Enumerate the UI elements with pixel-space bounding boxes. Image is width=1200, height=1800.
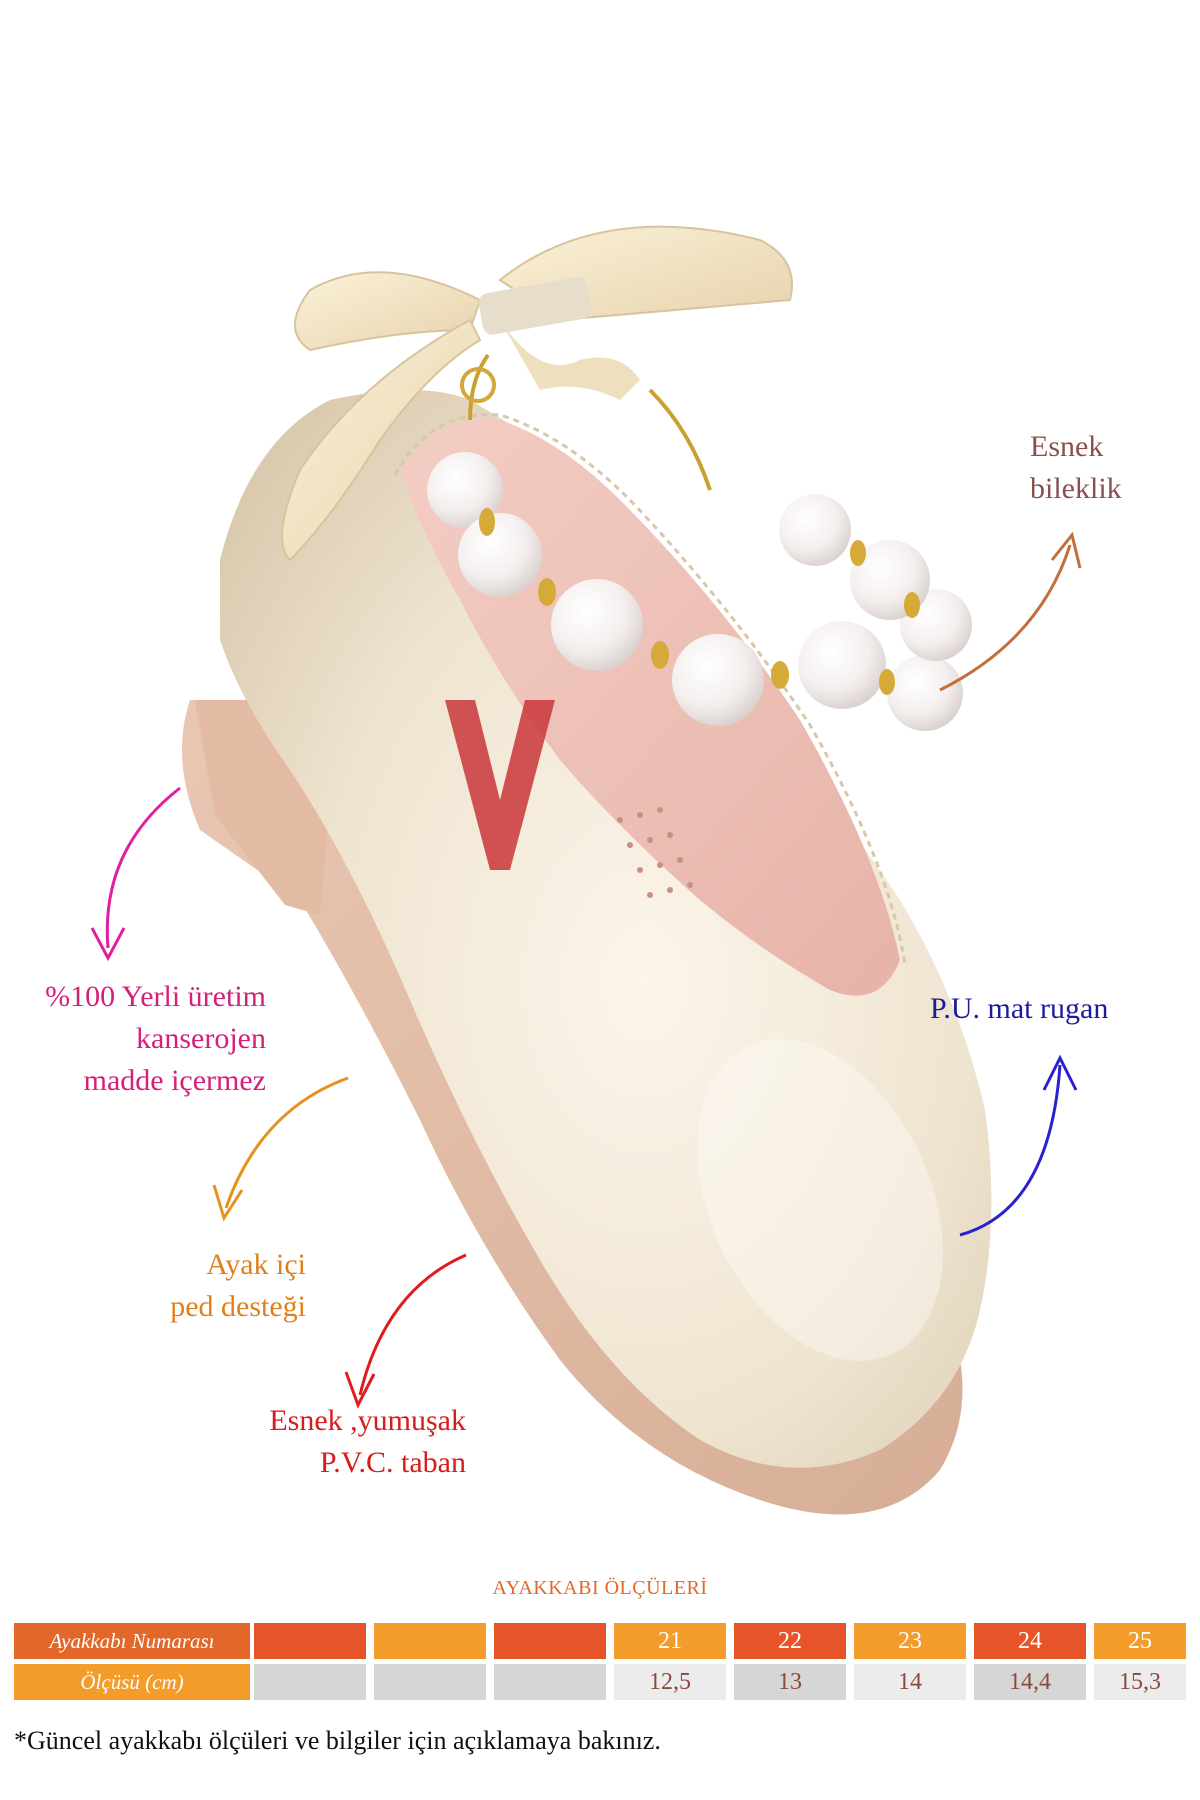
insole-logo-mark — [445, 700, 555, 870]
collar-stitch — [393, 413, 907, 966]
callout-local-production: %100 Yerli üretim kanserojen madde içerm… — [20, 976, 266, 1102]
callout-line: bileklik — [1030, 472, 1122, 505]
size-cell — [254, 1623, 366, 1659]
callout-sole: Esnek ,yumuşak P.V.C. taban — [200, 1400, 466, 1484]
arrow-taban-head — [344, 1371, 376, 1409]
length-cell — [494, 1664, 606, 1700]
size-cell — [374, 1623, 486, 1659]
callout-patent-leather: P.U. mat rugan — [930, 988, 1108, 1030]
size-cell: 24 — [974, 1623, 1086, 1659]
arrow-bileklik — [939, 544, 1072, 692]
arrow-ped-head — [212, 1184, 244, 1222]
size-table-title: AYAKKABI ÖLÇÜLERİ — [492, 1577, 708, 1599]
length-cell: 13 — [734, 1664, 846, 1700]
insole-perforations — [617, 807, 693, 898]
callout-insole-pad: Ayak içi ped desteği — [130, 1244, 306, 1328]
toe-highlight — [697, 1039, 943, 1361]
footnote: *Güncel ayakkabı ölçüleri ve bilgiler iç… — [14, 1726, 661, 1755]
callout-line: P.V.C. taban — [319, 1446, 466, 1479]
arrow-yerli-head — [90, 927, 126, 962]
jump-ring — [460, 367, 496, 403]
callout-line: madde içermez — [83, 1064, 266, 1097]
shoe-heel — [195, 700, 330, 915]
arrow-taban — [358, 1253, 467, 1396]
bracelet-chain — [468, 353, 712, 491]
arrow-yerli — [105, 786, 181, 949]
size-cell — [494, 1623, 606, 1659]
size-cell: 23 — [854, 1623, 966, 1659]
callout-line: kanserojen — [136, 1022, 266, 1055]
callout-line: %100 Yerli üretim — [45, 980, 266, 1013]
shoe-upper — [220, 390, 992, 1468]
arrow-rugan-head — [1042, 1054, 1078, 1091]
size-cell: 21 — [614, 1623, 726, 1659]
pearl-bracelet — [427, 452, 972, 731]
callout-bracelet: Esnek bileklik — [1030, 426, 1122, 510]
length-cell — [374, 1664, 486, 1700]
row-header-length: Ölçüsü (cm) — [14, 1664, 250, 1700]
arrow-ped — [224, 1076, 349, 1209]
arrow-rugan — [959, 1064, 1062, 1237]
length-cell — [254, 1664, 366, 1700]
length-cell: 14 — [854, 1664, 966, 1700]
row-header-shoe-size: Ayakkabı Numarası — [14, 1623, 250, 1659]
callout-line: ped desteği — [170, 1290, 306, 1323]
satin-bow — [281, 225, 793, 562]
size-cell: 25 — [1094, 1623, 1186, 1659]
size-cell: 22 — [734, 1623, 846, 1659]
callout-line: Esnek — [1030, 430, 1104, 463]
callout-line: P.U. mat rugan — [930, 992, 1109, 1025]
length-cell: 15,3 — [1094, 1664, 1186, 1700]
length-cell: 12,5 — [614, 1664, 726, 1700]
arrow-bileklik-head — [1050, 531, 1082, 569]
callout-line: Esnek ,yumuşak — [269, 1404, 466, 1437]
length-cell: 14,4 — [974, 1664, 1086, 1700]
callout-line: Ayak içi — [206, 1248, 306, 1281]
